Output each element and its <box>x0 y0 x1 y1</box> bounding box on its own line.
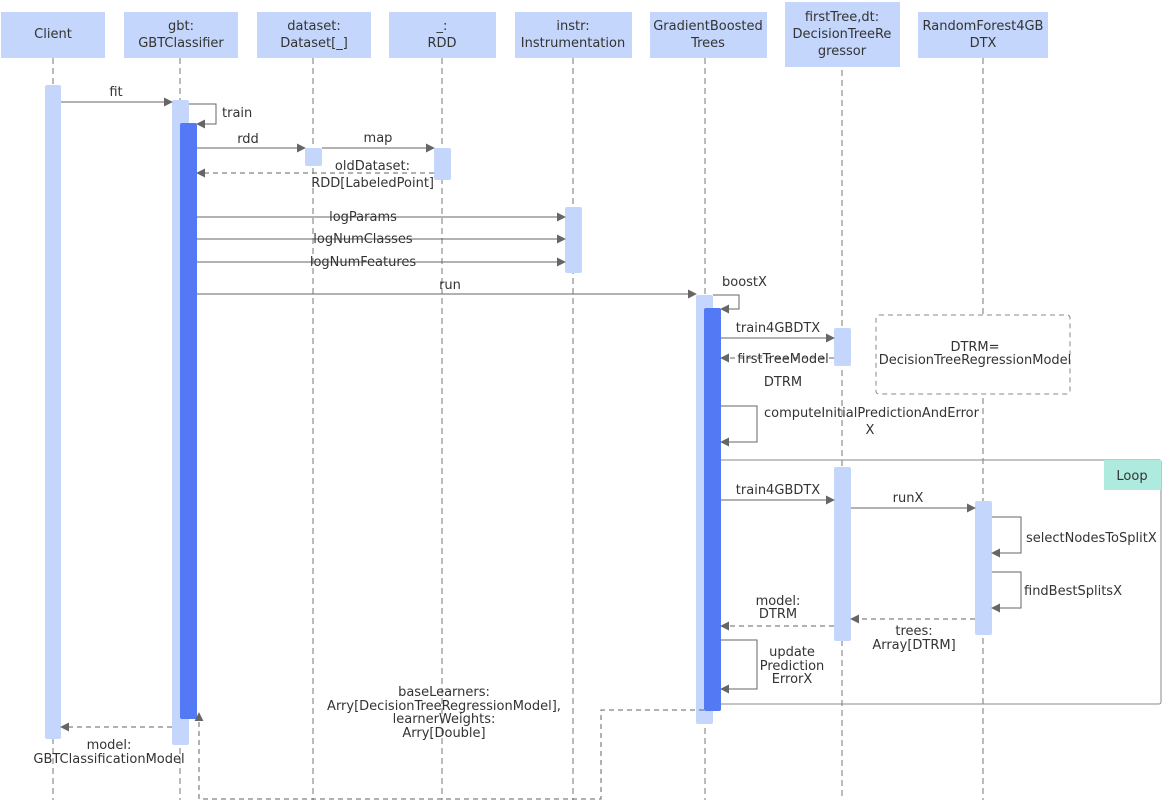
message-rdd-label: rdd <box>237 132 259 147</box>
message-update-prediction-label: update <box>769 645 815 660</box>
message-compute-initial-label: computeInitialPredictionAndError <box>764 406 980 421</box>
message-final-model-label: model: <box>87 738 132 753</box>
message-old-dataset-label: RDD[LabeledPoint] <box>311 176 434 191</box>
message-model-return-label: model: <box>756 594 801 609</box>
message-first-tree-model-label: firstTreeModel <box>737 352 829 367</box>
message-base-learners-arrow <box>194 709 704 800</box>
message-update-prediction-arrow <box>720 639 758 694</box>
participant-gbtrees: GradientBoosted Trees <box>650 12 767 58</box>
message-find-best-splits-arrow <box>991 571 1022 613</box>
participant-rf: RandomForest4GB DTX <box>918 12 1048 58</box>
message-final-model-label: GBTClassificationModel <box>33 752 184 767</box>
activation-rf <box>975 501 992 635</box>
message-old-dataset-label: oldDataset: <box>335 159 410 174</box>
participant-client: Client <box>1 12 105 58</box>
loop-tag <box>1104 460 1161 490</box>
activation-gbtrees-boost <box>704 308 721 711</box>
participant-label: gressor <box>818 44 867 59</box>
message-boost-arrow <box>713 294 740 314</box>
message-update-prediction-label: Prediction <box>760 659 825 674</box>
dtrm-note: DTRM= DecisionTreeRegressionModel <box>875 314 1072 395</box>
participant-label: dataset: <box>287 19 341 34</box>
participant-label: GBTClassifier <box>138 36 224 51</box>
message-train4gbdtx-1-label: train4GBDTX <box>736 321 820 336</box>
message-train-label: train <box>222 106 252 121</box>
message-trees-return-label: trees: <box>895 624 932 639</box>
message-run-x-label: runX <box>893 491 924 506</box>
participant-firsttree: firstTree,dt: DecisionTreeRe gressor <box>785 2 900 67</box>
participant-label: RandomForest4GB <box>923 19 1044 34</box>
message-map-label: map <box>364 131 393 146</box>
message-model-return-label: DTRM <box>759 607 797 622</box>
participant-gbt: gbt: GBTClassifier <box>124 12 238 58</box>
participant-label: instr: <box>556 19 589 34</box>
participant-label: Client <box>34 27 72 42</box>
note-text: DecisionTreeRegressionModel <box>879 353 1072 368</box>
activation-instr <box>565 207 582 273</box>
loop-label: Loop <box>1116 469 1147 484</box>
participant-label: DecisionTreeRe <box>793 27 892 42</box>
message-compute-initial-arrow <box>720 405 758 447</box>
message-base-learners-label: baseLearners: <box>398 685 490 700</box>
message-compute-initial-label: X <box>866 423 875 438</box>
activation-rdd <box>434 148 451 180</box>
message-log-num-features-label: logNumFeatures <box>310 255 417 270</box>
participant-label: Dataset[_] <box>280 36 348 51</box>
participant-rdd: _: RDD <box>389 12 496 58</box>
activation-client <box>45 85 61 739</box>
message-train4gbdtx-2-label: train4GBDTX <box>736 483 820 498</box>
participant-label: DTX <box>970 36 997 51</box>
message-boost-label: boostX <box>722 275 767 290</box>
activation-gbt-train <box>180 123 197 719</box>
participant-label: Trees <box>690 36 725 51</box>
participant-label: gbt: <box>168 19 194 34</box>
message-first-tree-model-label: DTRM <box>764 375 802 390</box>
activation-dataset <box>305 148 322 166</box>
messages: fit train rdd map oldDataset: RDD[Labele… <box>33 85 1157 800</box>
message-base-learners-label: Arry[DecisionTreeRegressionModel], <box>327 699 561 714</box>
participant-label: firstTree,dt: <box>805 10 879 25</box>
message-log-num-classes-label: logNumClasses <box>313 232 413 247</box>
message-train-arrow <box>189 103 217 129</box>
participant-label: RDD <box>427 36 456 51</box>
message-base-learners-label: learnerWeights: <box>393 712 496 727</box>
participant-label: _: <box>436 19 448 34</box>
message-select-nodes-arrow <box>991 516 1022 558</box>
message-base-learners-label: Arry[Double] <box>402 726 485 741</box>
participant-label: GradientBoosted <box>653 19 763 34</box>
message-find-best-splits-label: findBestSplitsX <box>1024 584 1122 599</box>
message-select-nodes-label: selectNodesToSplitX <box>1026 531 1157 546</box>
note-text: DTRM= <box>950 340 999 355</box>
activation-firsttree-2 <box>834 467 851 641</box>
message-trees-return-label: Array[DTRM] <box>872 638 955 653</box>
message-update-prediction-label: ErrorX <box>772 672 813 687</box>
activations <box>45 85 992 745</box>
message-fit-label: fit <box>109 85 122 100</box>
participant-instr: instr: Instrumentation <box>515 12 632 58</box>
participant-label: Instrumentation <box>521 36 625 51</box>
participant-dataset: dataset: Dataset[_] <box>257 12 371 58</box>
message-run-label: run <box>439 278 461 293</box>
message-log-params-label: logParams <box>329 210 397 225</box>
activation-firsttree-1 <box>834 328 851 366</box>
